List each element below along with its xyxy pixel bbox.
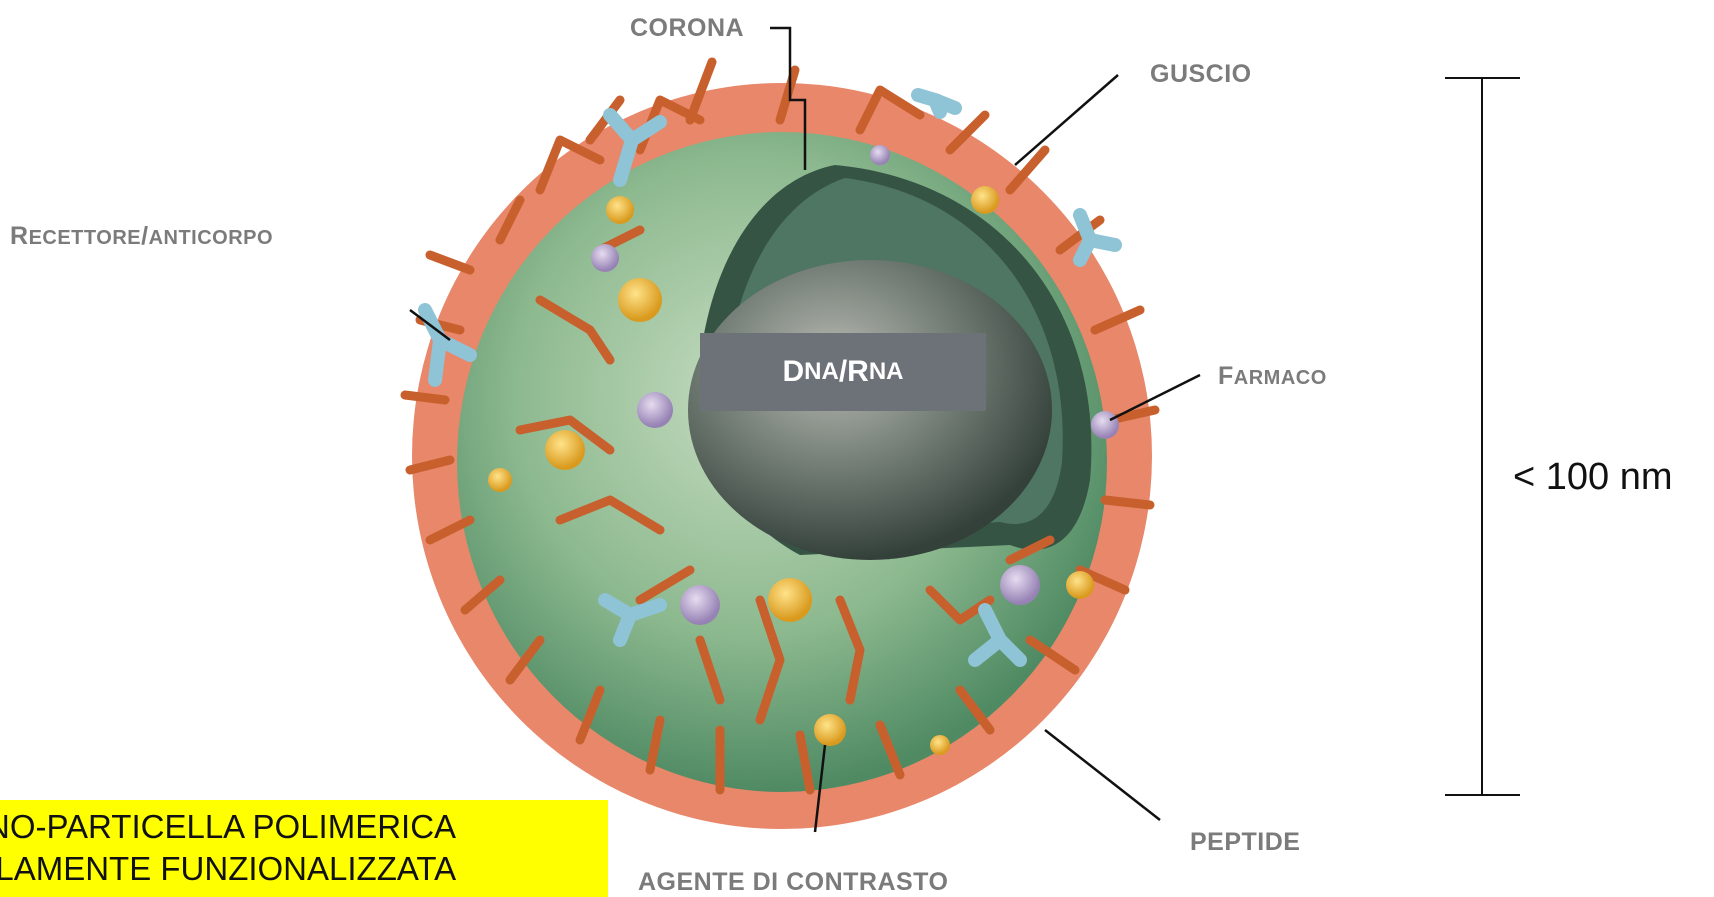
- label-peptide: PEPTIDE: [1190, 828, 1300, 857]
- chain: [1105, 500, 1150, 505]
- contrast-agent: [930, 735, 950, 755]
- guscio-leader: [1015, 75, 1118, 165]
- contrast-agent: [488, 468, 512, 492]
- peptide-leader: [1045, 730, 1160, 820]
- label-recettore-sep: /: [141, 222, 148, 250]
- label-agente-contrasto: AGENTE DI CONTRASTO: [638, 868, 948, 897]
- drug-molecule: [637, 392, 673, 428]
- contrast-agent: [606, 196, 634, 224]
- label-farmaco-cap: F: [1218, 362, 1234, 390]
- contrast-agent: [1066, 571, 1094, 599]
- label-recettore-anticorpo: RECETTORE/ANTICORPO: [10, 222, 273, 251]
- drug-molecule: [870, 145, 890, 165]
- caption-line-2: TIPLAMENTE FUNZIONALIZZATA: [0, 848, 608, 890]
- label-corona: CORONA: [630, 14, 744, 43]
- scale-label: < 100 nm: [1513, 456, 1673, 499]
- chain: [430, 255, 470, 270]
- label-recettore-cap: R: [10, 222, 29, 250]
- label-rna-cap: R: [847, 355, 869, 389]
- label-guscio: GUSCIO: [1150, 60, 1252, 89]
- label-anticorpo: ANTICORPO: [149, 227, 274, 249]
- drug-molecule: [1000, 565, 1040, 605]
- contrast-agent: [618, 278, 662, 322]
- drug-molecule: [1091, 411, 1119, 439]
- label-dna-rest: NA: [804, 358, 839, 386]
- antibody: [918, 95, 955, 112]
- drug-molecule: [680, 585, 720, 625]
- contrast-agent: [971, 186, 999, 214]
- label-farmaco-rest: ARMACO: [1234, 367, 1327, 389]
- scale-bar: [1445, 78, 1520, 795]
- contrast-agent: [814, 714, 846, 746]
- drug-molecule: [591, 244, 619, 272]
- contrast-agent: [768, 578, 812, 622]
- label-recettore-rest: ECETTORE: [29, 227, 142, 249]
- label-rna-rest: NA: [869, 358, 904, 386]
- label-dna-sep: /: [839, 355, 847, 389]
- contrast-agent: [545, 430, 585, 470]
- caption-line-1: NO-PARTICELLA POLIMERICA: [0, 806, 608, 848]
- chain: [405, 395, 445, 400]
- caption-box: NO-PARTICELLA POLIMERICA TIPLAMENTE FUNZ…: [0, 800, 608, 897]
- label-farmaco: FARMACO: [1218, 362, 1327, 391]
- label-dna-cap: D: [782, 355, 804, 389]
